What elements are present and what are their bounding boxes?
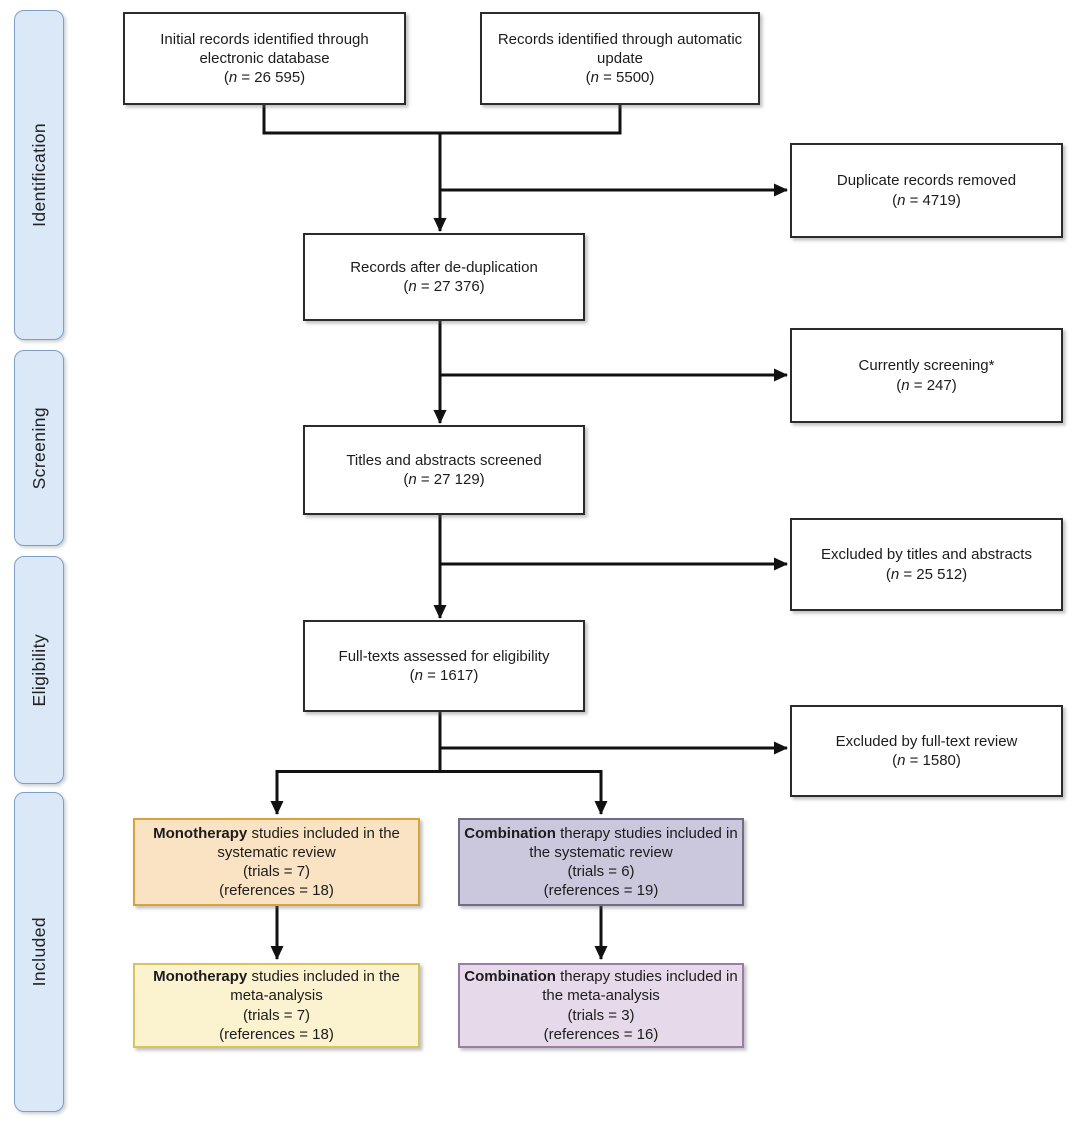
box-text-line: (n = 247) [896,376,957,394]
stage-label: Eligibility [28,633,49,707]
box-text-line: (n = 4719) [892,191,961,209]
box-text-line: the systematic review [529,843,673,861]
stage-label: Identification [28,123,49,227]
stage-included: Included [14,792,64,1112]
box-text-line: (trials = 3) [567,1006,635,1024]
box-text-line: (references = 16) [543,1025,659,1043]
box-text-line: (references = 18) [219,1025,334,1043]
stage-identification: Identification [14,10,64,340]
box-text-line: Records after de-duplication [350,258,538,276]
box-text-line: (trials = 7) [242,863,311,880]
titles-screened-box: Titles and abstracts screened (n = 27 129… [303,425,585,515]
box-text-line: Monotherapy studies included in the [153,824,400,842]
box-text-line: systematic review [217,843,336,861]
after-dedup-box: Records after de-duplication (n = 27 376) [303,233,585,321]
box-text-line: electronic database [199,49,330,67]
fulltexts-assessed-box: Full-texts assessed for eligibility (n = … [303,620,585,712]
box-text-line: Combination therapy studies included in [464,968,738,986]
box-text-line: (n = 27 376) [403,278,485,295]
excluded-titles-box: Excluded by titles and abstracts(n = 25 … [790,518,1063,611]
box-text-line: (references = 19) [543,882,659,900]
stage-eligibility: Eligibility [14,556,64,784]
connector-top-bracket [262,105,622,773]
box-text-line: Excluded by full-text review [835,732,1018,750]
box-text-line: (n = 1580) [892,752,961,769]
box-text-line: Duplicate records removed [836,172,1017,190]
box-text-line: (n = 26 595) [223,69,306,87]
currently-screening-box: Currently screening*(n = 247) [790,328,1063,423]
box-text-line: (n = 1617) [409,667,479,684]
box-text-line: (references = 18) [219,882,334,900]
box-text-line: Monotherapy studies included in the [153,968,400,986]
box-text-line: (n = 27 129) [403,471,485,488]
box-text-line: Excluded by titles and abstracts [821,546,1032,564]
box-text-line: meta-analysis [230,987,323,1005]
box-text-line: (trials = 7) [242,1006,311,1024]
excluded-fulltext-box: Excluded by full-text review (n = 1580) [790,705,1063,797]
box-text-line: the meta-analysis [542,987,660,1005]
duplicates-removed-box: Duplicate records removed(n = 4719) [790,143,1063,238]
box-text-line: Combination therapy studies included in [464,824,738,842]
box-text-line: (n = 5500) [585,69,655,87]
stage-label: Included [28,917,49,987]
box-text-line: (trials = 6) [567,863,635,880]
box-text-line: Full-texts assessed for eligibility [338,647,550,665]
stage-screening: Screening [14,350,64,546]
stage-label: Screening [28,406,49,490]
box-text-line: Titles and abstracts screened [346,451,542,469]
box-text-line: Records identified through automatic [497,30,743,48]
box-text-line: Currently screening* [858,357,995,375]
box-text-line: (n = 25 512) [885,565,968,583]
box-text-line: update [597,49,643,67]
box-text-line: Initial records identified through [160,30,369,48]
